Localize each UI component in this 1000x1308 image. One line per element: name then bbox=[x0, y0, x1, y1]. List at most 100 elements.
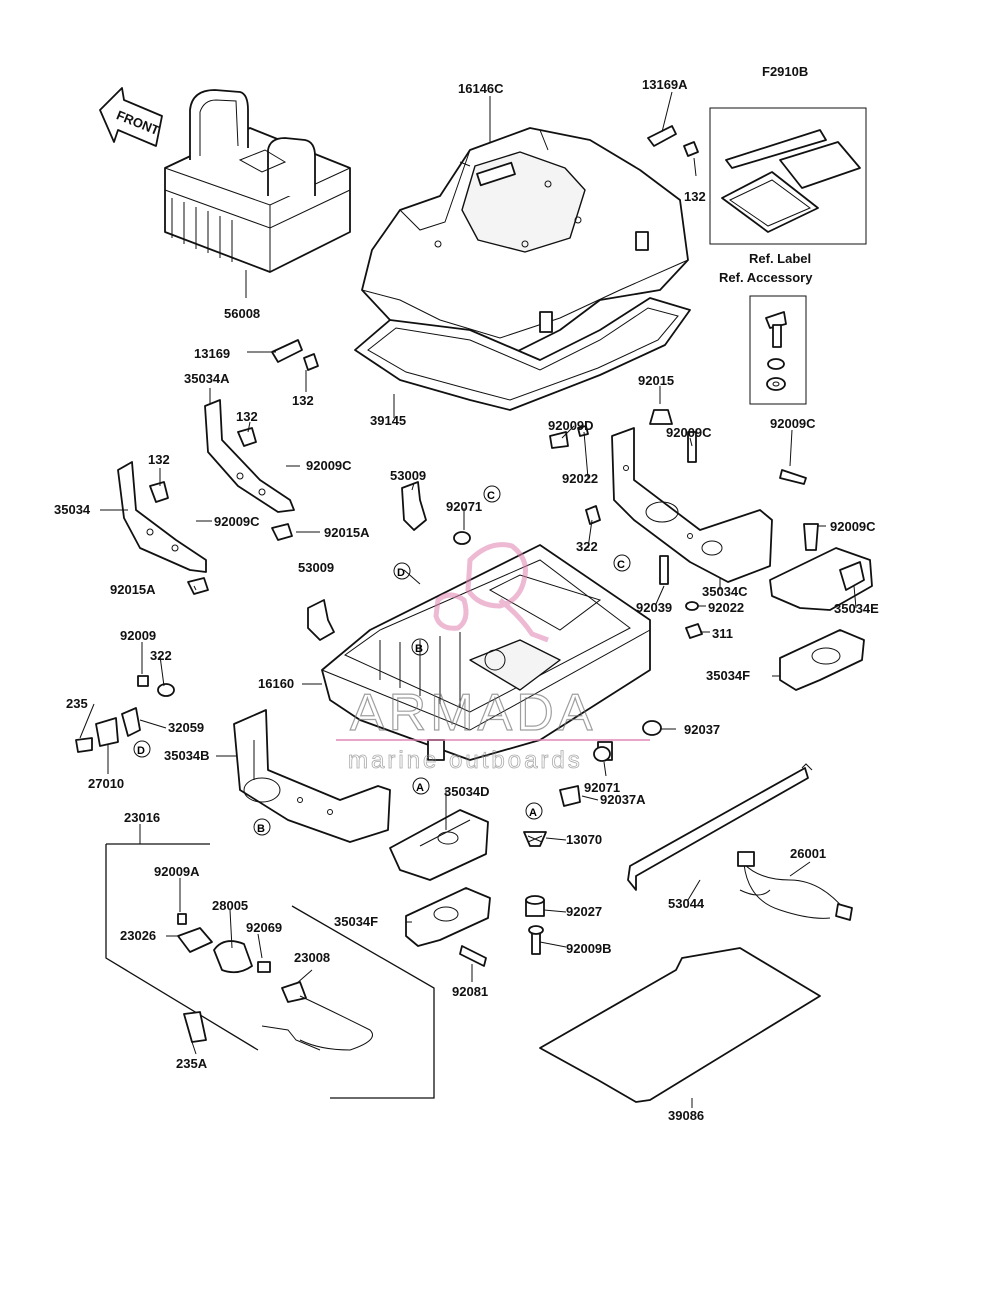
callout-letter-a-lower: A bbox=[412, 777, 430, 795]
bracket-35034A bbox=[204, 399, 295, 541]
part-label-28005: 28005 bbox=[212, 898, 248, 913]
hinge-13169A bbox=[647, 125, 699, 157]
ref-accessory-box bbox=[749, 295, 807, 405]
part-label-92022_a: 92022 bbox=[562, 471, 598, 486]
part-label-92009: 92009 bbox=[120, 628, 156, 643]
part-label-35034a: 35034A bbox=[184, 371, 230, 386]
svg-text:C: C bbox=[617, 559, 625, 571]
part-label-13070: 13070 bbox=[566, 832, 602, 847]
svg-text:A: A bbox=[416, 782, 424, 794]
part-label-13169: 13169 bbox=[194, 346, 230, 361]
part-label-35034e: 35034E bbox=[834, 601, 879, 616]
part-label-132b: 132 bbox=[292, 393, 314, 408]
part-label-53009_a: 53009 bbox=[390, 468, 426, 483]
part-label-92009c_e: 92009C bbox=[830, 519, 876, 534]
part-label-132d: 132 bbox=[148, 452, 170, 467]
part-label-26001: 26001 bbox=[790, 846, 826, 861]
latch-53009-upper bbox=[401, 481, 427, 531]
watermark-logo-icon bbox=[433, 542, 549, 643]
part-label-53044: 53044 bbox=[668, 896, 705, 911]
part-label-32059: 32059 bbox=[168, 720, 204, 735]
part-label-92009c_d: 92009C bbox=[770, 416, 816, 431]
grommet-92071-upper bbox=[453, 531, 471, 545]
bracket-35034C bbox=[549, 409, 819, 639]
bracket-35034F-lower bbox=[405, 887, 491, 947]
part-label-53009_b: 53009 bbox=[298, 560, 334, 575]
part-label-132c: 132 bbox=[236, 409, 258, 424]
spring-92081 bbox=[459, 945, 487, 967]
bolt-92009B bbox=[528, 925, 544, 955]
part-label-39086: 39086 bbox=[668, 1108, 704, 1123]
part-label-35034d: 35034D bbox=[444, 784, 490, 799]
bracket-35034 bbox=[117, 461, 209, 595]
callout-letter-b-upper: B bbox=[411, 638, 429, 656]
callout-letter-c-upper: C bbox=[483, 485, 501, 503]
figure-code: F2910B bbox=[762, 64, 808, 79]
ref-label-box bbox=[709, 107, 867, 245]
watermark-brand: ARMADA bbox=[350, 684, 596, 742]
svg-text:A: A bbox=[529, 807, 537, 819]
hinge-13169 bbox=[271, 339, 319, 371]
part-label-92037a: 92037A bbox=[600, 792, 646, 807]
part-label-92071_a: 92071 bbox=[446, 499, 482, 514]
part-label-92015: 92015 bbox=[638, 373, 674, 388]
part-label-92039: 92039 bbox=[636, 600, 672, 615]
part-label-92015a_a: 92015A bbox=[110, 582, 156, 597]
floor-mat-39086 bbox=[539, 947, 821, 1103]
bracket-35034B bbox=[233, 709, 391, 843]
part-label-92009c_a: 92009C bbox=[306, 458, 352, 473]
part-label-23016: 23016 bbox=[124, 810, 160, 825]
svg-text:B: B bbox=[415, 643, 423, 655]
part-label-16160: 16160 bbox=[258, 676, 294, 691]
callout-letter-c-right: C bbox=[613, 554, 631, 572]
part-label-92037: 92037 bbox=[684, 722, 720, 737]
part-label-92069: 92069 bbox=[246, 920, 282, 935]
lock-cylinder-parts bbox=[75, 675, 175, 753]
part-label-35034f_b: 35034F bbox=[334, 914, 378, 929]
lock-kit-parts bbox=[177, 913, 373, 1051]
part-label-56008: 56008 bbox=[224, 306, 260, 321]
grommet-92037 bbox=[642, 720, 662, 736]
trunk-lid bbox=[361, 127, 689, 361]
part-label-322_b: 322 bbox=[150, 648, 172, 663]
callout-letter-b-lower: B bbox=[253, 818, 271, 836]
bar-53044 bbox=[627, 763, 813, 891]
part-label-13169a: 13169A bbox=[642, 77, 688, 92]
bracket-35034D bbox=[389, 809, 489, 881]
part-label-92009c_c: 92009C bbox=[666, 425, 712, 440]
svg-text:B: B bbox=[257, 823, 265, 835]
part-label-27010: 27010 bbox=[88, 776, 124, 791]
grommet-92037A bbox=[559, 785, 581, 807]
part-label-132a: 132 bbox=[684, 189, 706, 204]
part-label-92009c_b: 92009C bbox=[214, 514, 260, 529]
svg-text:D: D bbox=[397, 567, 405, 579]
trunk-accessory-icon bbox=[164, 89, 351, 273]
part-label-92022_b: 92022 bbox=[708, 600, 744, 615]
bracket-35034F-right bbox=[779, 629, 865, 691]
part-label-92015a_b: 92015A bbox=[324, 525, 370, 540]
callout-letter-d-lower: D bbox=[133, 740, 151, 758]
callout-letter-a-right: A bbox=[525, 802, 543, 820]
part-label-92027: 92027 bbox=[566, 904, 602, 919]
callout-letter-d-upper: D bbox=[393, 562, 411, 580]
collar-92027 bbox=[525, 895, 545, 917]
part-label-39145: 39145 bbox=[370, 413, 406, 428]
ref-label-title: Ref. Label bbox=[749, 251, 811, 266]
part-label-235a: 235A bbox=[176, 1056, 208, 1071]
latch-53009-lower bbox=[307, 599, 335, 641]
part-label-35034f_a: 35034F bbox=[706, 668, 750, 683]
part-label-35034b: 35034B bbox=[164, 748, 210, 763]
ref-accessory-title: Ref. Accessory bbox=[719, 270, 813, 285]
grommet-92071-lower bbox=[593, 746, 611, 762]
part-label-92009d: 92009D bbox=[548, 418, 594, 433]
part-label-235: 235 bbox=[66, 696, 88, 711]
part-label-23008: 23008 bbox=[294, 950, 330, 965]
leader-lines bbox=[79, 91, 857, 1108]
lid-gasket bbox=[354, 297, 691, 411]
svg-text:D: D bbox=[137, 745, 145, 757]
part-label-92081: 92081 bbox=[452, 984, 488, 999]
part-label-35034: 35034 bbox=[54, 502, 91, 517]
part-label-92009b: 92009B bbox=[566, 941, 612, 956]
